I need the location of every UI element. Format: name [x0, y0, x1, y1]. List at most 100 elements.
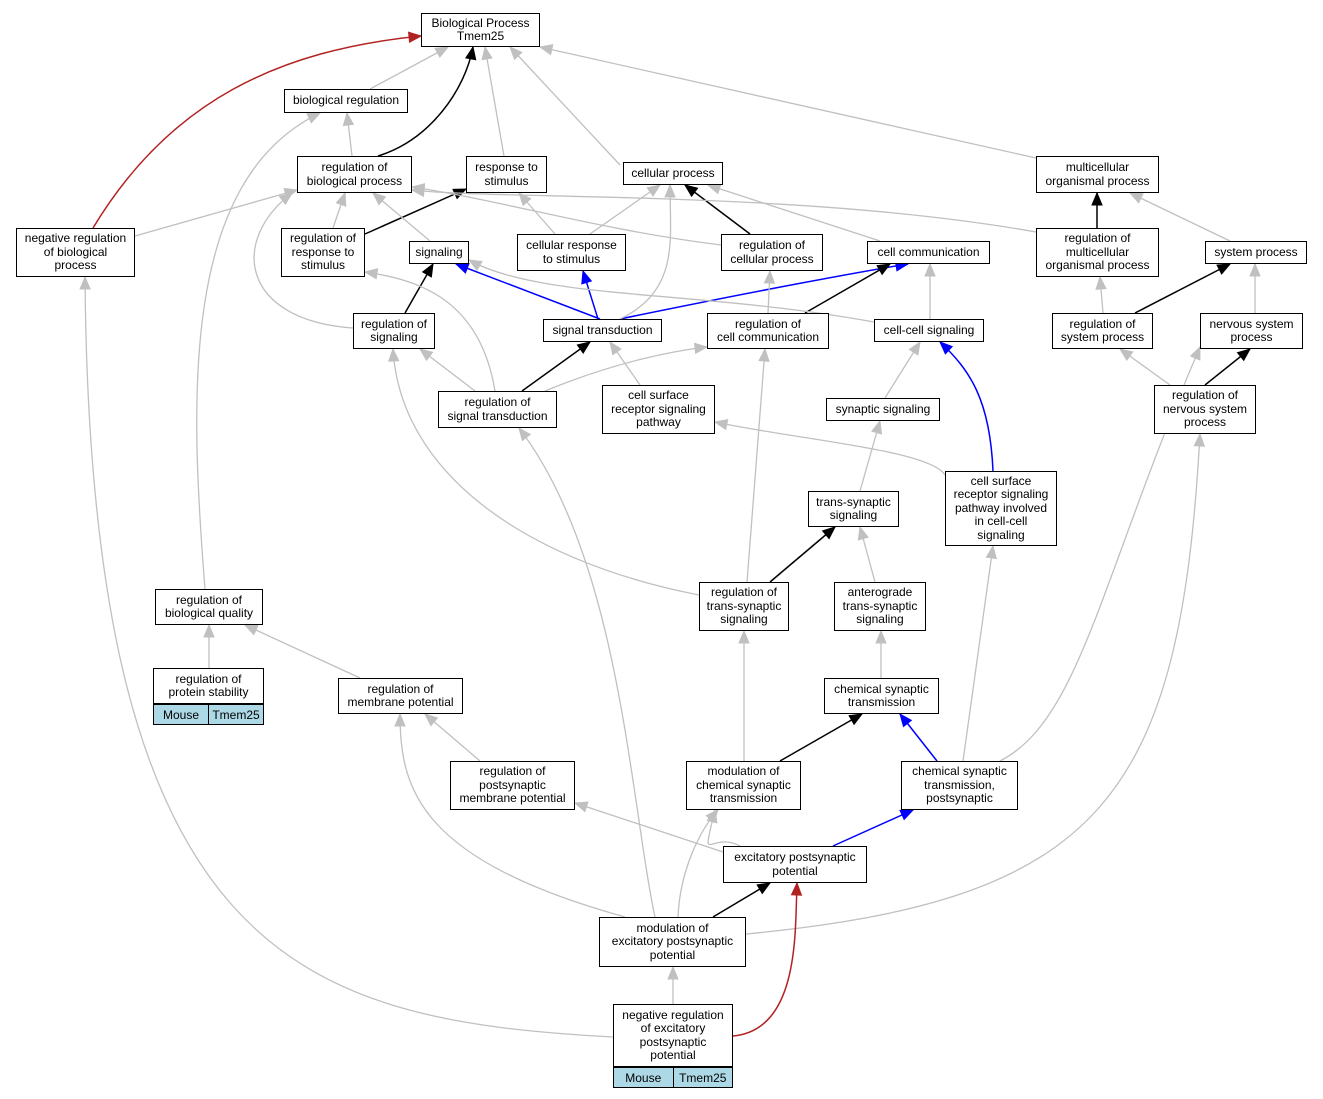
edge-rbp-to-bp: [377, 46, 474, 157]
node-regulation-of-response-to-stimulus[interactable]: regulation of response to stimulus: [281, 228, 365, 277]
node-cell-cell-signaling[interactable]: cell-cell signaling: [874, 319, 984, 342]
edge-csrsp2-to-csrsp: [714, 421, 946, 476]
edge-ccs-to-cc-arrowhead: [924, 262, 936, 277]
edge-crs-to-cp: [589, 184, 661, 235]
node-biological-regulation[interactable]: biological regulation: [284, 89, 408, 113]
node-regulation-of-signal-transduction[interactable]: regulation of signal transduction: [438, 391, 557, 428]
edge-cp-to-bp: [509, 46, 621, 166]
annotation-gene: Tmem25: [673, 1067, 733, 1088]
node-signaling[interactable]: signaling: [409, 241, 469, 264]
annotation-gene: Tmem25: [209, 704, 264, 725]
node-chemical-synaptic-transmission[interactable]: chemical synaptic transmission: [824, 678, 939, 714]
edge-nrepp-to-epp: [732, 882, 798, 1037]
node-nervous-system-process[interactable]: nervous system process: [1200, 313, 1303, 349]
node-chemical-synaptic-transmission-postsynaptic[interactable]: chemical synaptic transmission, postsyna…: [901, 761, 1018, 810]
node-negative-regulation-of-excitatory-postsynaptic-potential[interactable]: negative regulation of excitatory postsy…: [613, 1004, 733, 1067]
edge-nrepp-to-nrbp: [84, 276, 614, 1038]
edge-st-to-cc: [619, 263, 909, 320]
edge-csrsp2-to-csrsp-arrowhead: [713, 418, 729, 431]
node-signal-transduction[interactable]: signal transduction: [543, 319, 662, 342]
edge-mepp-to-rmp-arrowhead: [394, 712, 406, 727]
node-response-to-stimulus[interactable]: response to stimulus: [466, 156, 547, 193]
edge-rst-to-rsig-arrowhead: [418, 348, 434, 362]
edge-mop-to-bp: [539, 46, 1037, 159]
edge-nrepp-to-mepp-arrowhead: [667, 965, 679, 980]
edge-rtss-to-rsig: [392, 348, 700, 596]
edge-rcp-to-cp: [684, 184, 751, 235]
edge-epp-to-cstp-arrowhead: [899, 809, 915, 821]
edge-crs-to-rts-arrowhead: [518, 192, 532, 207]
node-modulation-of-excitatory-postsynaptic-potential[interactable]: modulation of excitatory postsynaptic po…: [599, 917, 746, 967]
edge-st-to-cp: [619, 184, 672, 320]
node-cell-surface-receptor-signaling-pathway-cell-cell[interactable]: cell surface receptor signaling pathway …: [945, 471, 1057, 546]
edge-cstp-to-csrsp2: [962, 545, 994, 762]
edge-rbp-to-bp-arrowhead: [465, 45, 477, 61]
node-regulation-of-signaling[interactable]: regulation of signaling: [353, 313, 435, 349]
edge-rts-to-bp-arrowhead: [481, 45, 493, 61]
edge-nrepp-to-epp-arrowhead: [790, 881, 803, 896]
edge-rts-to-bp: [484, 46, 505, 157]
node-cellular-response-to-stimulus[interactable]: cellular response to stimulus: [517, 234, 626, 271]
edge-st-to-sig-arrowhead: [454, 263, 470, 274]
annotation-organism: Mouse: [153, 704, 209, 725]
node-regulation-of-biological-process[interactable]: regulation of biological process: [297, 156, 412, 193]
edge-nrbp-to-bp: [92, 35, 422, 229]
edge-rbq-to-breg: [196, 112, 321, 590]
node-excitatory-postsynaptic-potential[interactable]: excitatory postsynaptic potential: [723, 846, 867, 883]
edge-nrbp-to-rbp: [134, 189, 298, 237]
node-synaptic-signaling[interactable]: synaptic signaling: [826, 398, 940, 421]
edge-rcp-to-cp-arrowhead: [683, 184, 699, 198]
edge-atss-to-tss-arrowhead: [857, 525, 869, 541]
node-regulation-of-cellular-process[interactable]: regulation of cellular process: [721, 234, 823, 271]
edge-rmop-to-mop-arrowhead: [1091, 191, 1103, 206]
node-anterograde-trans-synaptic-signaling[interactable]: anterograde trans-synaptic signaling: [834, 582, 926, 631]
edge-sig-to-rbp-arrowhead: [372, 192, 387, 206]
edge-breg-to-bp-arrowhead: [434, 46, 450, 58]
edge-epp-to-cstp: [832, 809, 914, 847]
node-cellular-process[interactable]: cellular process: [623, 162, 723, 185]
node-multicellular-organismal-process[interactable]: multicellular organismal process: [1036, 156, 1159, 193]
node-cell-surface-receptor-signaling-pathway[interactable]: cell surface receptor signaling pathway: [602, 385, 715, 434]
edge-rtss-to-rcc: [746, 348, 766, 583]
node-cell-communication[interactable]: cell communication: [867, 241, 990, 264]
edge-mepp-to-rst-arrowhead: [518, 426, 532, 442]
edge-cstp-to-nsp: [999, 346, 1201, 762]
edge-mepp-to-rmp: [399, 713, 626, 918]
edge-rsp-to-rmop-arrowhead: [1095, 275, 1107, 290]
edge-mcst-to-cst-arrowhead: [848, 713, 864, 726]
node-biological-process-root[interactable]: Biological Process Tmem25: [421, 13, 540, 47]
node-system-process[interactable]: system process: [1205, 241, 1307, 264]
node-trans-synaptic-signaling[interactable]: trans-synaptic signaling: [808, 491, 899, 527]
node-regulation-of-biological-quality[interactable]: regulation of biological quality: [155, 589, 263, 625]
node-regulation-of-membrane-potential[interactable]: regulation of membrane potential: [338, 678, 463, 714]
node-regulation-of-cell-communication[interactable]: regulation of cell communication: [707, 313, 829, 349]
edge-mepp-to-rnsp-arrowhead: [1193, 432, 1206, 447]
edge-csrsp2-to-ccs-arrowhead: [939, 341, 954, 355]
edge-rmop-to-rbp: [411, 189, 1037, 233]
edge-rnsp-to-rsp-arrowhead: [1118, 348, 1134, 361]
edge-rpmp-to-rmp-arrowhead: [424, 713, 439, 727]
node-negative-regulation-of-biological-process[interactable]: negative regulation of biological proces…: [16, 228, 135, 277]
node-regulation-of-protein-stability[interactable]: regulation of protein stability: [153, 668, 264, 704]
node-modulation-of-chemical-synaptic-transmission[interactable]: modulation of chemical synaptic transmis…: [686, 761, 801, 810]
edge-mcst-to-rtss-arrowhead: [738, 629, 750, 644]
edge-rst-to-rrs: [364, 271, 496, 392]
edge-rbq-to-breg-arrowhead: [306, 112, 322, 124]
edge-st-to-cp-arrowhead: [664, 183, 676, 198]
edge-rst-to-rcc-arrowhead: [693, 342, 709, 355]
edge-rmp-to-rbq-arrowhead: [243, 624, 259, 636]
edge-rmp-to-rbq: [244, 624, 361, 679]
node-regulation-of-postsynaptic-membrane-potential[interactable]: regulation of postsynaptic membrane pote…: [450, 761, 575, 810]
node-regulation-of-nervous-system-process[interactable]: regulation of nervous system process: [1154, 385, 1256, 434]
edge-nrbp-to-bp-arrowhead: [407, 31, 423, 43]
node-regulation-of-trans-synaptic-signaling[interactable]: regulation of trans-synaptic signaling: [699, 582, 789, 631]
edge-nsp-to-sp-arrowhead: [1249, 262, 1261, 277]
node-regulation-of-system-process[interactable]: regulation of system process: [1052, 313, 1153, 349]
edge-cstp-to-nsp-arrowhead: [1189, 345, 1201, 361]
edge-rmop-to-rbp-arrowhead: [410, 185, 426, 198]
edge-rcc-to-cc-arrowhead: [876, 263, 892, 276]
node-regulation-of-multicellular-organismal-process[interactable]: regulation of multicellular organismal p…: [1036, 228, 1159, 277]
edge-rst-to-st-arrowhead: [576, 341, 592, 354]
edge-rnsp-to-nsp-arrowhead: [1236, 348, 1252, 362]
